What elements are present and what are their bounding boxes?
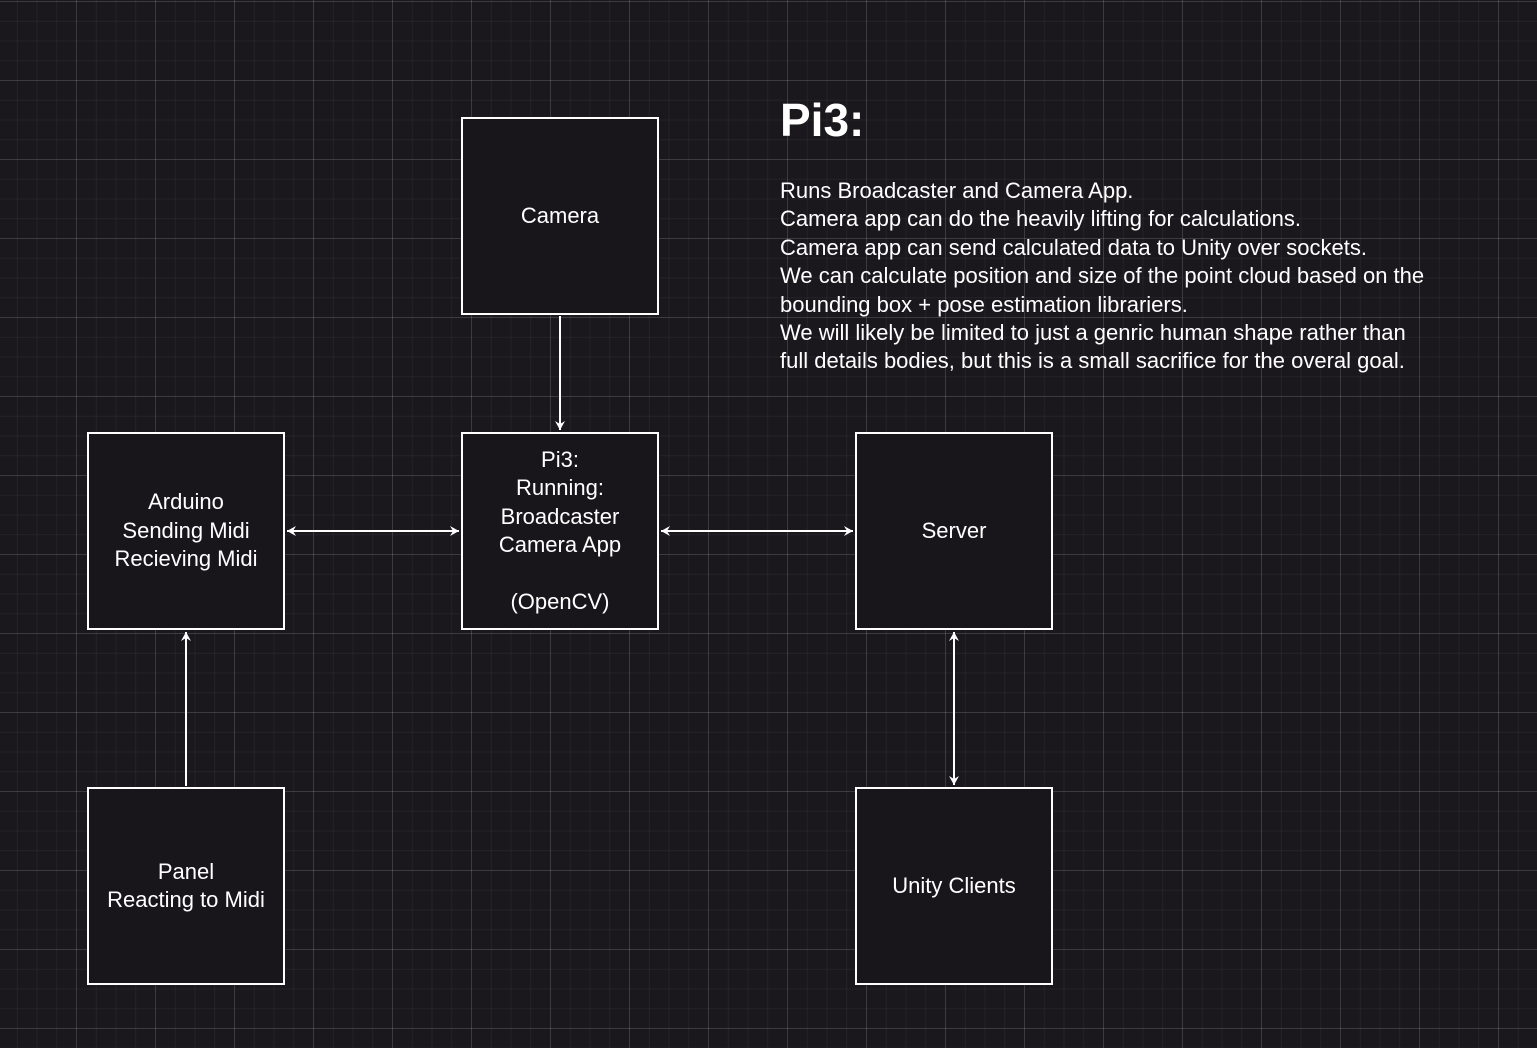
server-node[interactable]: Server	[855, 432, 1053, 630]
arduino-node[interactable]: Arduino Sending Midi Recieving Midi	[87, 432, 285, 630]
panel-node-label: Panel Reacting to Midi	[107, 858, 265, 913]
unity-clients-node-label: Unity Clients	[892, 872, 1016, 898]
pi3-node-label: Pi3: Running: Broadcaster Camera App (Op…	[498, 446, 622, 615]
arduino-node-label: Arduino Sending Midi Recieving Midi	[114, 489, 258, 572]
note-line: We will likely be limited to just a genr…	[780, 320, 1406, 346]
note-line: full details bodies, but this is a small…	[780, 348, 1405, 374]
note-line: Runs Broadcaster and Camera App.	[780, 178, 1134, 203]
note-body: Runs Broadcaster and Camera App. Camera …	[780, 177, 1500, 376]
pi3-node[interactable]: Pi3: Running: Broadcaster Camera App (Op…	[461, 432, 659, 630]
note-line: Camera app can do the heavily lifting fo…	[780, 206, 1301, 232]
note-line: We can calculate position and size of th…	[780, 263, 1425, 289]
note-line: bounding box + pose estimation librarier…	[780, 291, 1188, 317]
unity-clients-node[interactable]: Unity Clients	[855, 787, 1053, 985]
note-line: Camera app can send calculated data to U…	[780, 234, 1367, 260]
camera-node[interactable]: Camera	[461, 117, 659, 315]
panel-node[interactable]: Panel Reacting to Midi	[87, 787, 285, 985]
pi3-note[interactable]: Pi3: Runs Broadcaster and Camera App. Ca…	[780, 92, 1500, 376]
camera-node-label: Camera	[520, 202, 600, 228]
server-node-label: Server	[921, 517, 987, 543]
note-title: Pi3:	[780, 94, 865, 146]
